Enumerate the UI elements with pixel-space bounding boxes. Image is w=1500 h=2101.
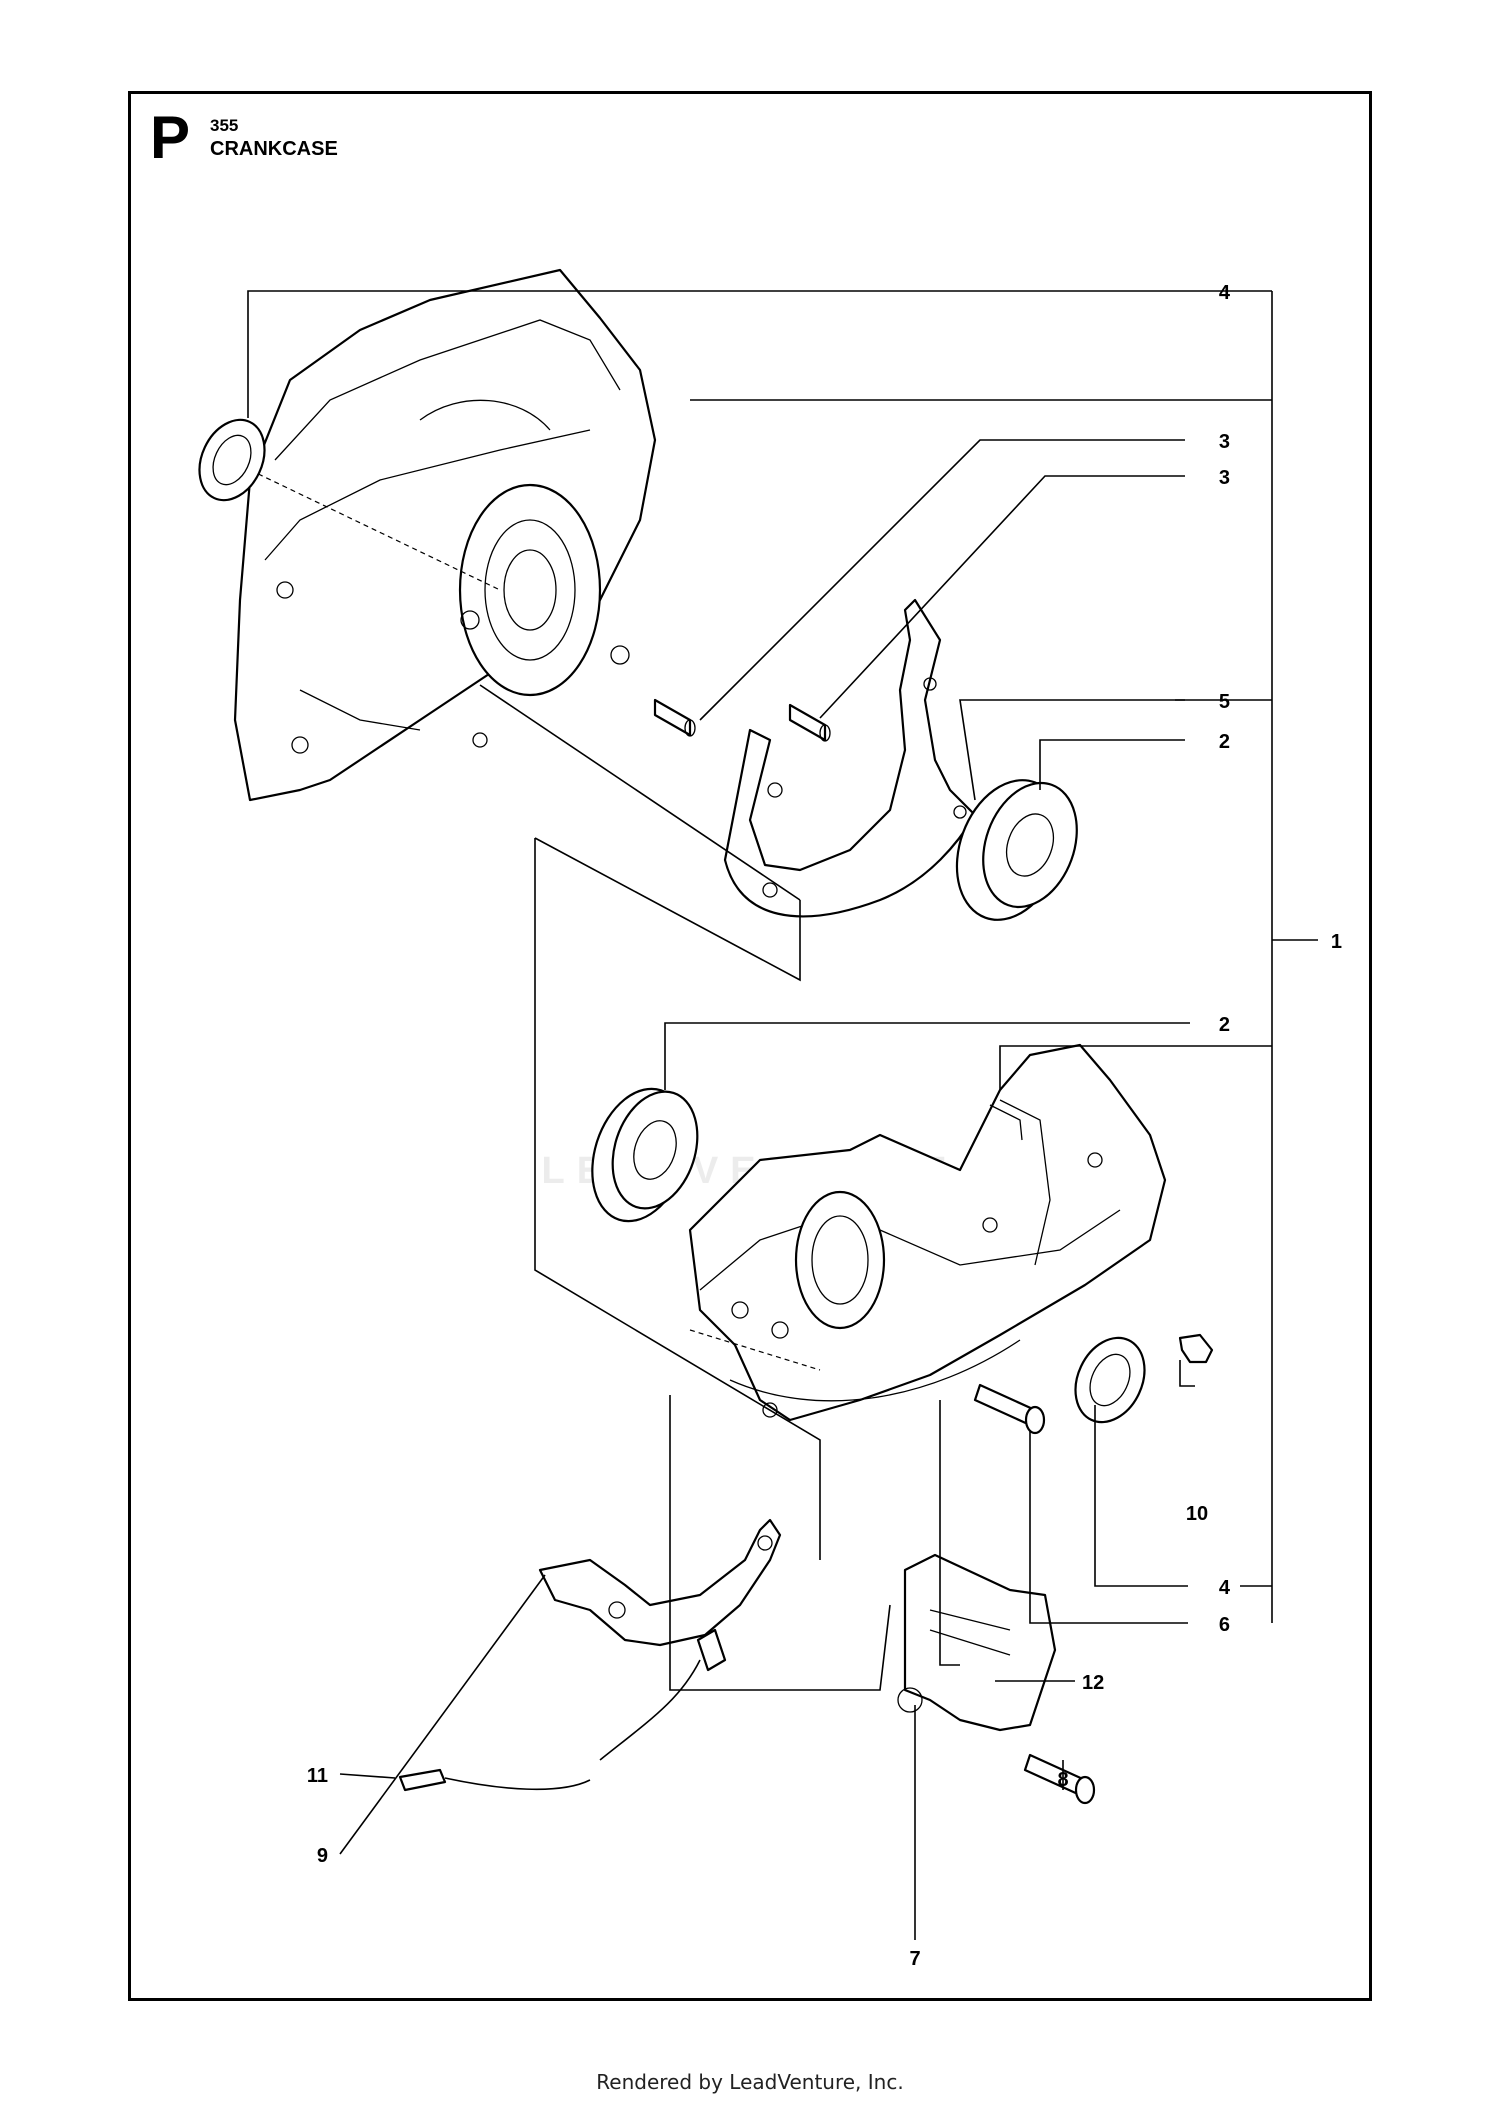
callout-3-guide-sleeve-2: 3	[1219, 467, 1230, 489]
ball-bearing-lower[interactable]	[576, 1076, 711, 1233]
callout-8-screw: 8	[1057, 1769, 1068, 1791]
section-letter: P	[150, 104, 191, 171]
footer-credit: Rendered by LeadVenture, Inc.	[596, 2070, 904, 2094]
section-title: CRANKCASE	[210, 138, 338, 160]
diagram-frame	[128, 91, 1372, 2001]
callout-11-cable: 11	[307, 1765, 328, 1787]
stud-bolt[interactable]	[973, 1383, 1046, 1435]
leader-lines	[247, 290, 1318, 1940]
ball-bearing-upper[interactable]	[938, 765, 1093, 935]
cable-bracket[interactable]	[538, 1518, 782, 1647]
callout-1-crankcase: 1	[1331, 931, 1342, 953]
retaining-clip-10[interactable]	[1178, 1333, 1214, 1364]
gasket[interactable]	[723, 598, 977, 918]
callout-4-oil-seal: 4	[1219, 282, 1231, 304]
guide-sleeve-1[interactable]	[653, 698, 696, 737]
short-circuit-cable[interactable]	[398, 1628, 727, 1792]
cover-plate[interactable]	[897, 1553, 1057, 1732]
callout-6-stud-bolt: 6	[1219, 1614, 1230, 1636]
guide-sleeve-2[interactable]	[788, 703, 831, 742]
model-number: 355	[210, 116, 239, 135]
callout-4-oil-seal-lower: 4	[1219, 1577, 1231, 1599]
crankcase-half-left[interactable]	[233, 268, 657, 802]
callout-9-bracket: 9	[317, 1845, 328, 1867]
callout-7-cover-plate: 7	[909, 1948, 920, 1970]
callout-10-clip: 10	[1186, 1503, 1208, 1525]
oil-seal-upper[interactable]	[187, 409, 277, 510]
callout-12-clip: 12	[1082, 1672, 1104, 1694]
callout-2-bearing: 2	[1219, 731, 1230, 753]
callout-2-bearing-lower: 2	[1219, 1014, 1230, 1036]
callout-3-guide-sleeve: 3	[1219, 431, 1230, 453]
screw-8[interactable]	[1023, 1753, 1096, 1805]
crankcase-half-right[interactable]	[688, 1043, 1167, 1422]
callout-5-gasket: 5	[1219, 691, 1230, 713]
oil-seal-lower[interactable]	[1062, 1327, 1157, 1434]
